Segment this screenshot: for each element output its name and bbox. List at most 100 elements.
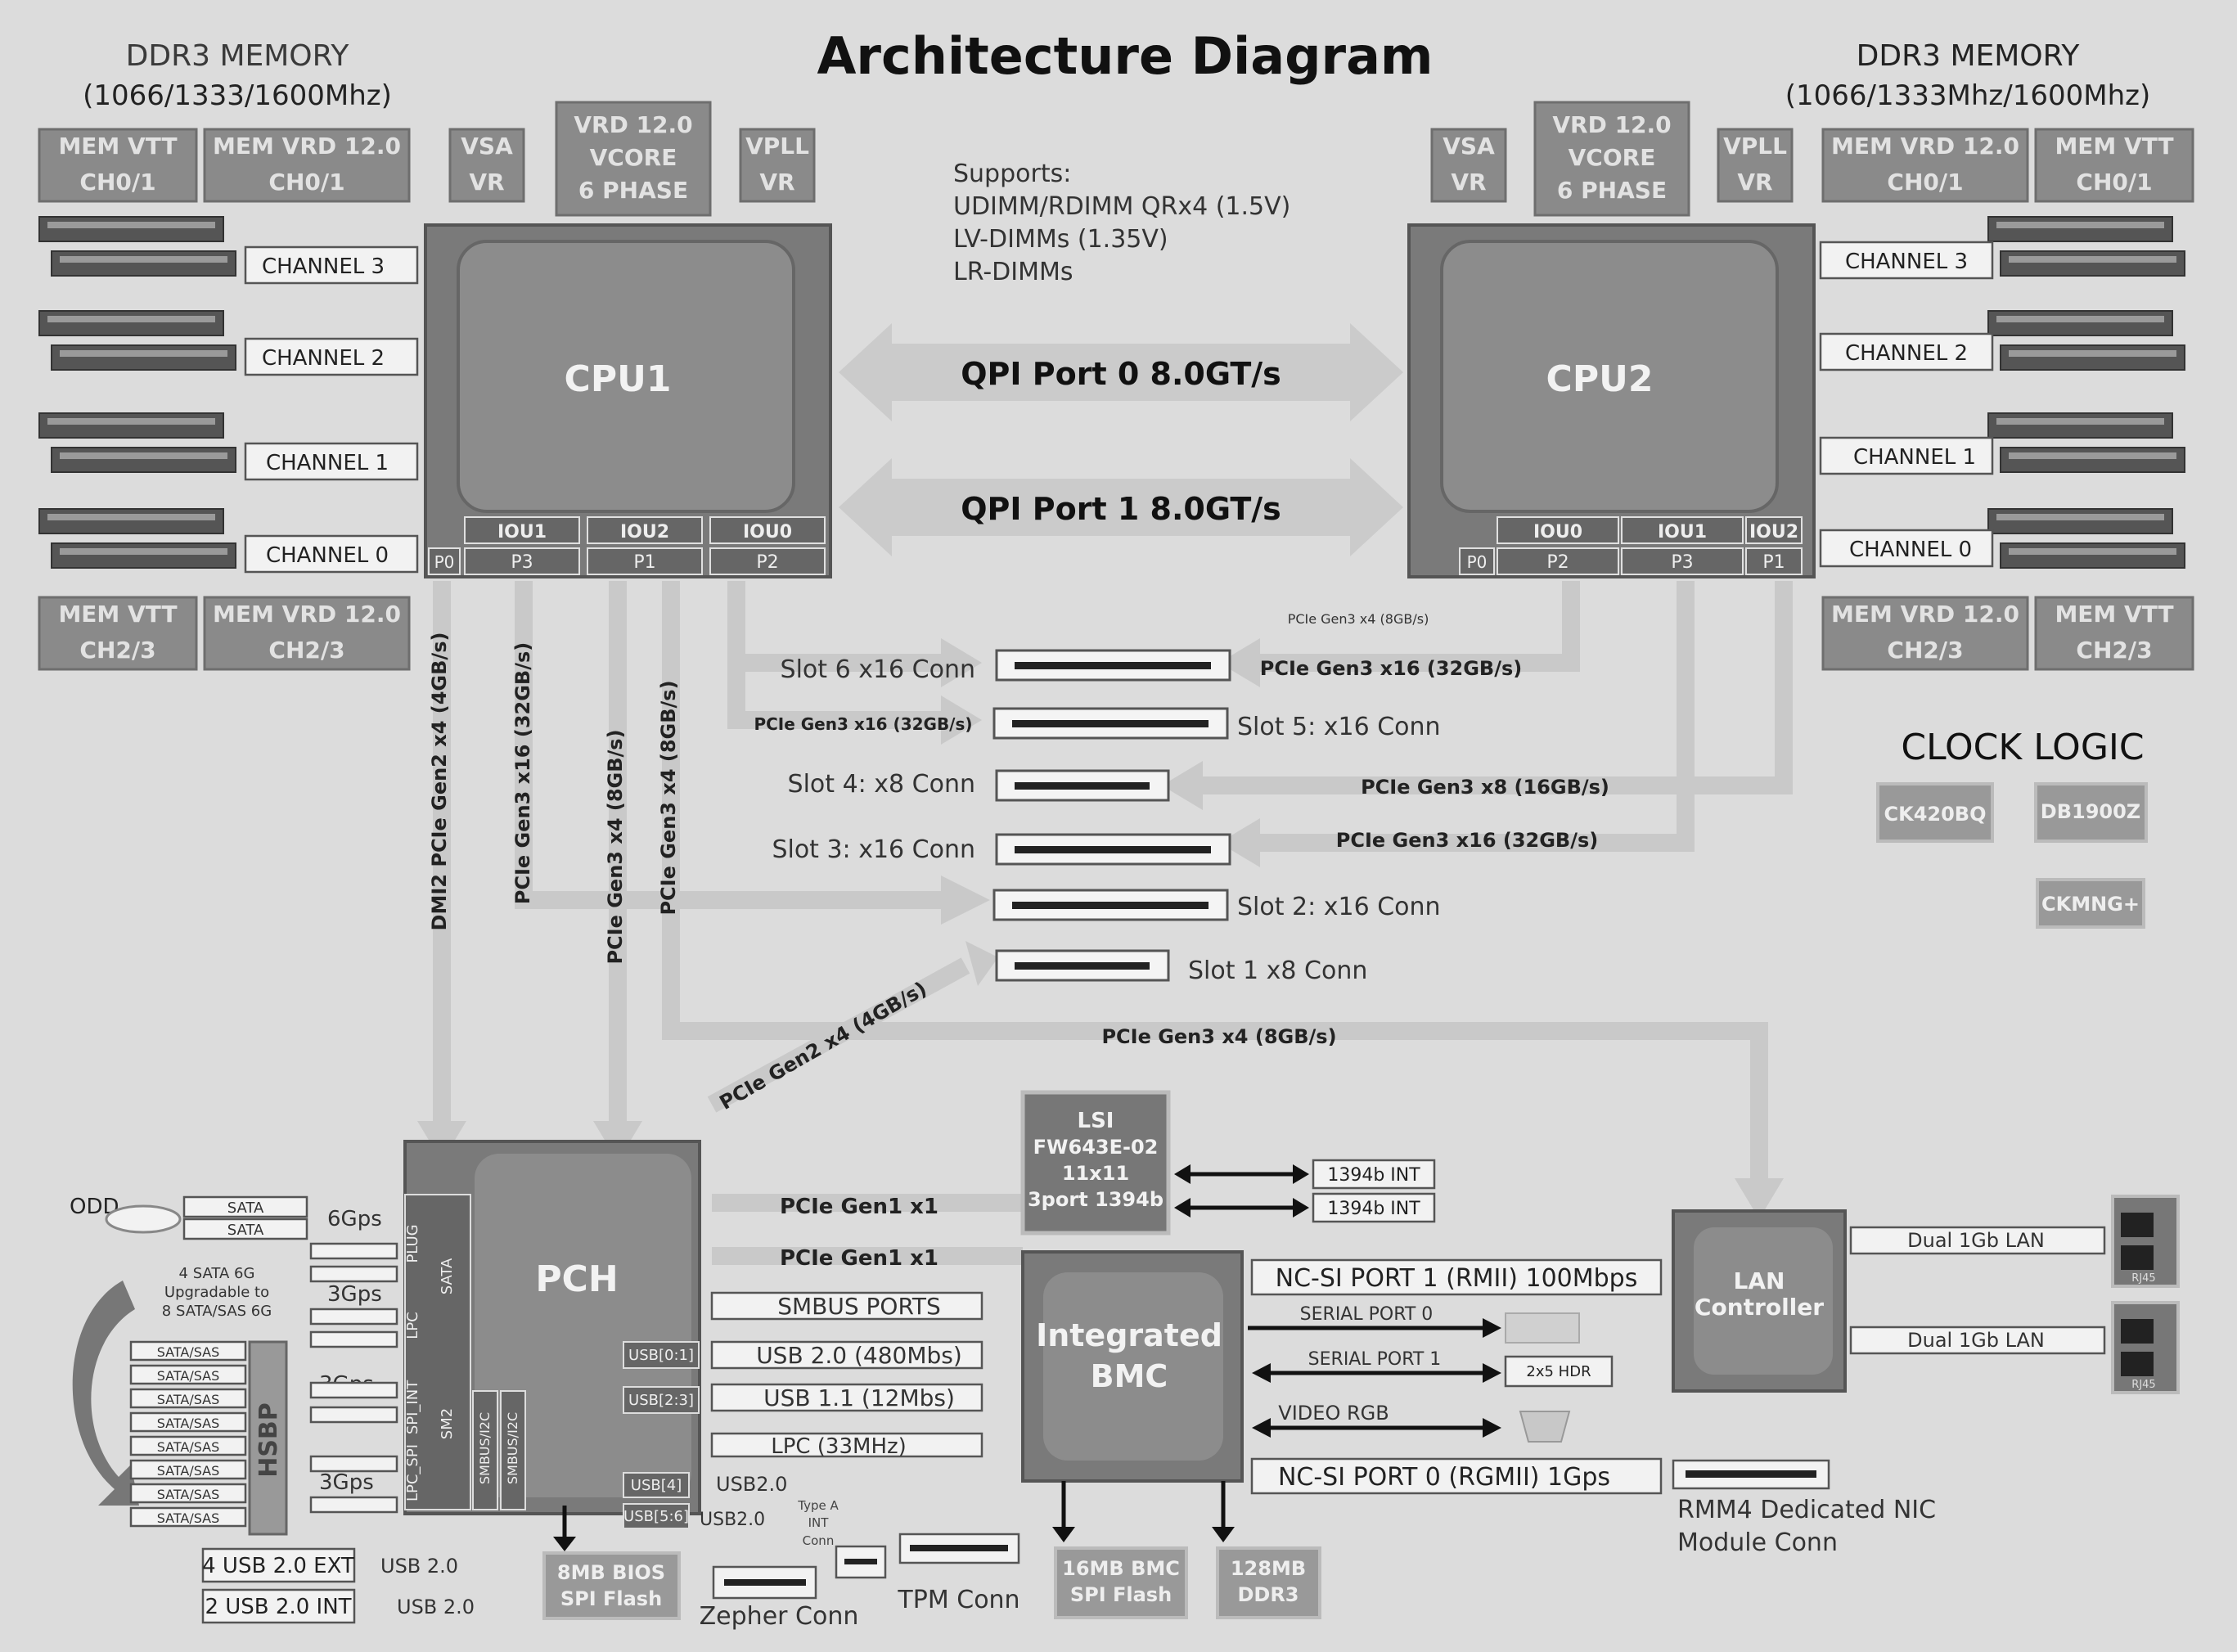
qpi-port-1-label: QPI Port 1 8.0GT/s [961,491,1281,527]
slot-4-label: Slot 4: x8 Conn [788,770,975,799]
pipe-slot6 [727,581,941,672]
bmc-label: BMC [1091,1358,1168,1394]
type-a-label: Conn [803,1533,835,1548]
speed-label: 3Gps [327,1282,382,1307]
pch-port-label: SM2 [439,1408,456,1439]
vrd-vcore-left [555,101,712,217]
bay-label: SATA/SAS [157,1368,220,1384]
pch: PCH PLUG SATA LPC SPI_INT LPC_SPI SM2 SM… [403,1140,701,1529]
block-label: VR [1451,169,1486,196]
pipe-gen2x4 [707,957,970,1113]
link-label: PCIe Gen3 x16 (32GB/s) [1260,657,1523,680]
usb-link-label: USB 2.0 [397,1596,475,1618]
bios-label: 8MB BIOS [557,1561,665,1584]
dimm-pair [1987,508,2185,569]
channel-label: CHANNEL 2 [262,346,385,371]
rj45-label: RJ45 [2131,1379,2155,1391]
pch-link-label: PCIe Gen1 x1 [780,1195,938,1219]
ieee1394-port [1312,1192,1436,1223]
ncsi-port-0 [1250,1457,1663,1495]
block-label: VPLL [1723,133,1787,160]
bmc-link-label: NC-SI PORT 1 (RMII) 100Mbps [1276,1264,1638,1293]
lan-port-1 [1849,1226,2106,1255]
block-label: CH0/1 [79,169,155,196]
bmc-label: Integrated [1036,1317,1222,1353]
link-label: PCIe Gen3 x16 (32GB/s) [1336,829,1599,852]
vpll-vr-right [1717,128,1794,203]
zepher-label: Zepher Conn [700,1602,859,1631]
header-2x5 [1504,1355,1614,1388]
qpi-port-0-arrow [839,323,1403,421]
bay-label: SATA/SAS [157,1487,220,1502]
speed-label: 3Gps [319,1470,374,1495]
port-label: P2 [1546,552,1569,573]
pch-link-label: USB 2.0 (480Mbs) [756,1342,962,1369]
block-label: CH2/3 [268,637,344,664]
pcie-link-labels: PCIe Gen3 x4 (8GB/s) PCIe Gen3 x16 (32GB… [428,611,1609,1114]
usb-tab-label: USB[2:3] [628,1392,694,1409]
slot-3-label: Slot 3: x16 Conn [772,835,975,864]
mem-vtt-ch23-left [38,596,198,671]
block-label: 6 PHASE [578,177,688,204]
channel-2-left [244,337,419,376]
lan-port-label: Dual 1Gb LAN [1907,1329,2045,1352]
memory-right-speeds: (1066/1333Mhz/1600Mhz) [1785,79,2150,112]
mem-vrd-ch01-left [203,128,411,203]
upgrade-arrow-icon [72,1281,139,1506]
usb-link-label: USB 2.0 [380,1555,458,1578]
bmc-links: NC-SI PORT 1 (RMII) 100Mbps SERIAL PORT … [1248,1258,1663,1495]
port-label: P1 [1762,552,1785,573]
bmc-flash-label: SPI Flash [1070,1583,1172,1606]
pipe-slot3 [1260,581,1695,852]
vpll-vr-left [739,128,816,203]
bay-label: SATA/SAS [157,1392,220,1407]
type-a-label: Type A [797,1498,839,1513]
link-label: PCIe Gen3 x8 (16GB/s) [1361,776,1609,799]
dimm-pair [38,216,236,277]
type-a-label: INT [808,1515,830,1530]
channel-0-left [244,534,419,574]
pch-links: PCIe Gen1 x1 PCIe Gen1 x1 SMBUS PORTS US… [700,1195,983,1530]
usb-tab-label: USB[0:1] [628,1347,694,1364]
clock-chip-label: CKMNG+ [2041,893,2140,916]
lsi-label: FW643E-02 [1033,1136,1159,1159]
pch-port-label: SATA [439,1258,456,1294]
pch-port-label: SPI_INT [404,1380,421,1434]
channel-label: CHANNEL 1 [1853,445,1976,470]
usb-int-header [201,1588,356,1624]
pch-port-label: LPC_SPI [404,1444,421,1501]
channel-1-right [1819,436,1994,475]
page-title: Architecture Diagram [817,26,1433,86]
header-label: 2x5 HDR [1526,1363,1591,1380]
lan-controller: LAN Controller Dual 1Gb LAN Dual 1Gb LAN… [1672,1195,2180,1394]
rj45-jack-icon [2111,1195,2180,1288]
lsi-label: 11x11 [1062,1162,1129,1185]
pch-link-label: USB 1.1 (12Mbs) [763,1384,955,1411]
bay-label: SATA/SAS [157,1344,220,1360]
link-label: PCIe Gen3 x16 (32GB/s) [511,642,534,905]
usb20-link [710,1340,983,1370]
block-label: 6 PHASE [1557,177,1667,204]
channel-label: CHANNEL 0 [1849,538,1972,562]
bmc-link-label: SERIAL PORT 0 [1300,1304,1434,1325]
iou-label: IOU1 [1658,522,1707,542]
tpm-label: TPM Conn [897,1586,1019,1614]
clock-logic: CLOCK LOGIC CK420BQ DB1900Z CKMNG+ [1876,727,2148,929]
bay-label: SATA/SAS [157,1416,220,1431]
pch-port-label: SMBUS/I2C [477,1412,493,1484]
block-label: VRD 12.0 [1552,111,1671,138]
pipe-slot2 [515,581,949,909]
block-label: VSA [1443,133,1495,160]
mem-vtt-ch01-left [38,128,198,203]
slot-5-label: Slot 5: x16 Conn [1237,713,1441,741]
supports-line: UDIMM/RDIMM QRx4 (1.5V) [953,192,1290,221]
block-label: VR [759,169,794,196]
link-label: PCIe Gen2 x4 (4GB/s) [716,977,931,1114]
dimm-pair [1987,310,2185,371]
ieee1394-label: 1394b INT [1327,1199,1420,1219]
cpu2: CPU2 IOU0 IOU1 IOU2 P0 P2 P3 P1 [1407,223,1816,578]
lsi-label: 3port 1394b [1028,1188,1164,1211]
memory-left-header: DDR3 MEMORY [126,39,350,73]
